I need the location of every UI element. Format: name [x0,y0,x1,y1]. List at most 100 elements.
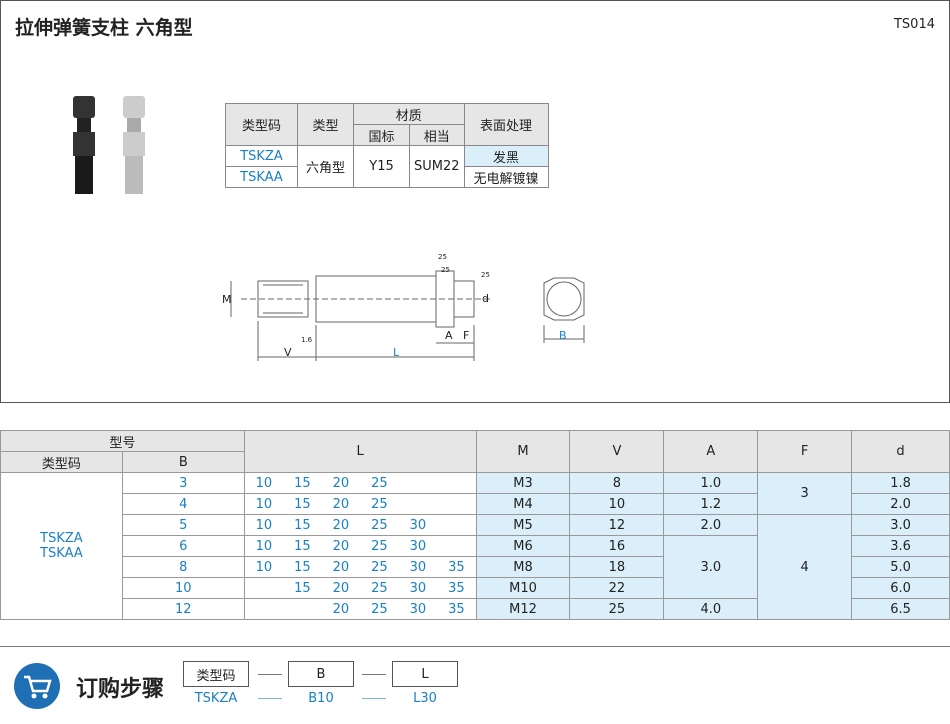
L-value: 25 [371,475,388,491]
cell-V: 12 [569,514,665,536]
header-L: L [243,430,477,473]
cell-M: M8 [475,556,571,578]
L-value: 15 [294,559,311,575]
cell-V: 8 [569,472,665,494]
L-value: 25 [371,580,388,596]
L-value [287,602,317,617]
cell-M: M12 [475,598,571,620]
header-V: V [569,430,665,473]
cell-A: 4.0 [663,598,759,620]
header-B: B [121,451,245,473]
L-value: 35 [448,601,465,617]
order-label-B: B [288,661,354,687]
dim-V: V [284,346,292,359]
cell-M: M3 [475,472,571,494]
L-value: 10 [255,496,273,512]
L-value: 25 [371,538,388,554]
type-value: 六角型 [297,145,354,188]
cell-V: 18 [569,556,665,578]
dim-B: B [559,329,567,342]
header-equiv: 相当 [409,124,465,146]
order-example-L: L30 [413,691,437,706]
L-value [441,476,471,491]
order-connector [258,674,282,675]
L-value [441,497,471,512]
header-std: 国标 [353,124,410,146]
rough-3: 25 [441,266,450,274]
order-example-B: B10 [308,691,334,706]
order-steps: 订购步骤 类型码 B L TSKZA B10 L30 [0,646,950,724]
order-connector [362,698,386,699]
cell-B: 3 [121,472,245,494]
L-value: 20 [332,559,350,575]
order-connector [362,674,386,675]
order-label-type-code: 类型码 [183,661,249,687]
cell-V: 16 [569,535,665,557]
cell-A: 1.2 [663,493,759,515]
dim-F: F [463,329,470,342]
order-connector [258,698,282,699]
L-value: 25 [371,496,388,512]
product-panel: 拉伸弹簧支柱 六角型 TS014 类型码 类型 材质 表面处理 国标 相当 TS… [0,0,950,403]
cell-B: 5 [121,514,245,536]
header-material: 材质 [353,103,465,125]
header-surface: 表面处理 [463,103,549,146]
L-value: 20 [332,601,350,617]
cell-V: 10 [569,493,665,515]
cell-F: 3 [757,472,853,515]
L-value: 15 [294,580,311,596]
L-value: 25 [371,517,388,533]
L-value: 20 [332,580,350,596]
header-d: d [851,430,950,473]
L-value: 25 [371,601,388,617]
L-value [403,497,433,512]
cell-F: 4 [757,514,853,620]
header-type-code: 类型码 [0,451,123,473]
type-code: TSKZA [40,531,83,546]
material-table: 类型码 类型 材质 表面处理 国标 相当 TSKZA 六角型 Y15 SUM22… [225,103,549,188]
cell-B: 12 [121,598,245,620]
L-value: 20 [332,475,350,491]
order-title: 订购步骤 [76,677,165,702]
L-value [403,476,433,491]
L-value: 20 [332,538,350,554]
dim-L: L [393,346,400,359]
L-value: 15 [294,475,311,491]
rough-4: 25 [481,271,490,279]
type-code-2: TSKAA [225,166,298,188]
cell-B: 8 [121,556,245,578]
L-value: 15 [294,538,311,554]
L-value: 10 [255,559,273,575]
cell-d: 6.5 [851,598,950,620]
cell-d: 2.0 [851,493,950,515]
L-value: 30 [409,580,427,596]
L-value: 30 [409,559,427,575]
rough-1: 1.6 [301,336,313,344]
L-value: 10 [255,475,273,491]
L-value: 30 [409,517,427,533]
L-value: 20 [332,496,350,512]
cell-A: 3.0 [663,535,759,599]
cart-icon [14,663,60,709]
cell-B: 10 [121,577,245,599]
header-type-code: 类型码 [225,103,298,146]
cell-d: 5.0 [851,556,950,578]
type-code: TSKAA [40,546,83,561]
header-model: 型号 [0,430,245,452]
cell-d: 1.8 [851,472,950,494]
L-value [441,539,471,554]
L-value: 10 [255,517,273,533]
cell-M: M6 [475,535,571,557]
L-value [249,581,279,596]
